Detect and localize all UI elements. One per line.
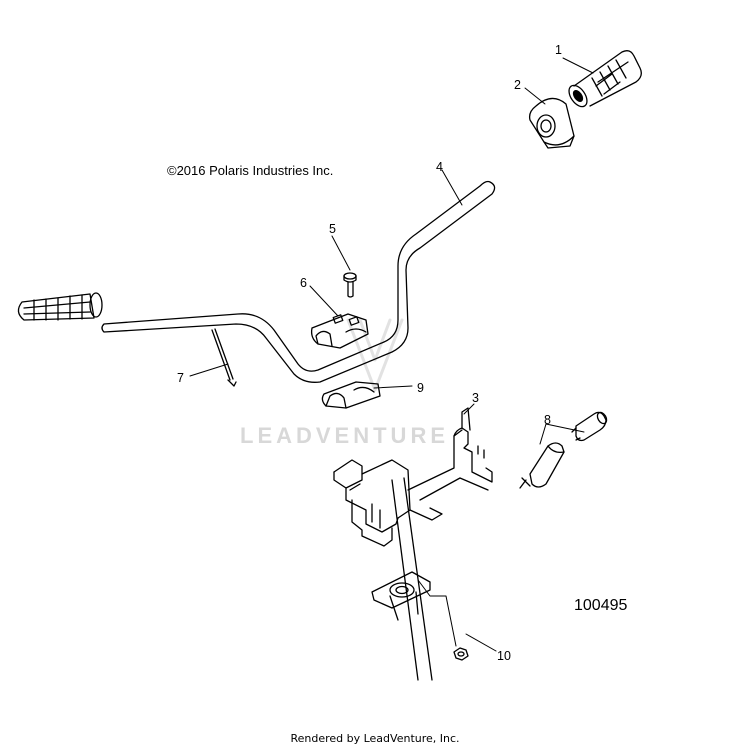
leader-lines [189,57,594,652]
callout-2: 2 [514,78,521,92]
watermark-logo [346,318,404,392]
callout-4: 4 [436,160,443,174]
callout-1: 1 [555,43,562,57]
steering-column [371,477,433,681]
left-grip [17,292,103,321]
callout-9: 9 [417,381,424,395]
watermark-text: LEADVENTURE [240,423,450,448]
bolt [343,272,357,298]
callout-7: 7 [177,371,184,385]
footer-text: Rendered by LeadVenture, Inc. [290,732,460,745]
callout-10: 10 [497,649,511,663]
upper-clamp [310,313,369,349]
callout-8: 8 [544,413,551,427]
mounting-bracket [333,407,493,547]
nut [453,647,469,661]
callout-6: 6 [300,276,307,290]
diagram-id: 100495 [574,597,628,614]
callout-labels: 1 2 3 4 5 6 7 8 9 10 [177,43,562,663]
copyright-text: ©2016 Polaris Industries Inc. [167,163,334,178]
switch-parts [519,411,608,489]
callout-3: 3 [472,391,479,405]
lower-clamp [321,381,381,409]
callout-5: 5 [329,222,336,236]
grip-bushing [528,97,575,149]
right-grip [568,50,642,108]
cable-tie [211,328,237,387]
handlebar [101,180,496,383]
